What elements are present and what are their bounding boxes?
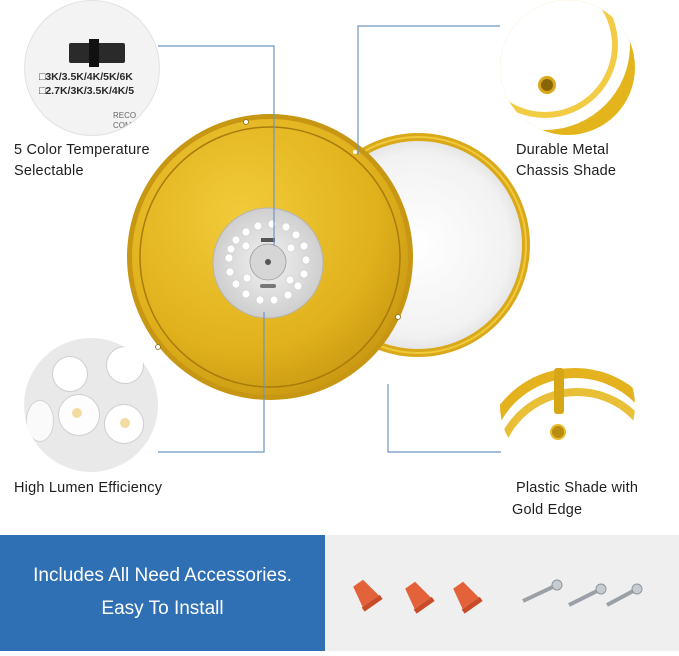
switch-label-row2: □2.7K/3K/3.5K/4K/5 xyxy=(39,85,135,97)
chassis-line2: Chassis Shade xyxy=(516,163,617,179)
switch-label-row4: COM xyxy=(113,121,132,130)
slide-switch xyxy=(69,39,125,67)
banner-line1: Includes All Need Accessories. xyxy=(33,565,292,586)
chassis-screw-icon xyxy=(538,76,556,94)
accessories-photo xyxy=(325,535,679,651)
banner-line2: Easy To Install xyxy=(101,598,224,619)
accessories-icons xyxy=(353,579,643,614)
chassis-callout: Durable Metal Chassis Shade xyxy=(516,140,616,182)
color-temp-line2: Selectable xyxy=(14,163,84,179)
product-illustration xyxy=(127,25,530,453)
accessories-banner: Includes All Need Accessories. Easy To I… xyxy=(0,535,325,651)
lumen-line1: High Lumen Efficiency xyxy=(14,480,163,496)
color-temp-line1: 5 Color Temperature xyxy=(14,142,150,158)
plastic-edge-circle xyxy=(500,338,635,473)
plastic-line2: Gold Edge xyxy=(512,502,583,518)
lumen-callout: High Lumen Efficiency xyxy=(14,478,162,499)
chassis-detail-circle xyxy=(500,0,635,135)
leader-lines xyxy=(158,25,501,453)
plastic-screw-icon xyxy=(550,424,566,440)
switch-label-row3: RECO xyxy=(113,111,137,120)
switch-detail-circle: □3K/3.5K/4K/5K/6K □2.7K/3K/3.5K/4K/5 REC… xyxy=(24,0,160,136)
wire-nut-icon xyxy=(405,581,435,614)
wire-nut-icon xyxy=(353,579,383,612)
plastic-callout: Plastic Shade with Gold Edge xyxy=(512,478,638,521)
plastic-line1: Plastic Shade with xyxy=(516,480,639,496)
screw-icon xyxy=(606,583,643,607)
chassis-line1: Durable Metal xyxy=(516,142,609,158)
color-temp-callout: 5 Color Temperature Selectable xyxy=(14,140,150,182)
led-lens-circle xyxy=(24,338,158,472)
screw-icon xyxy=(568,583,607,607)
wire-nut-icon xyxy=(453,581,483,614)
screw-icon xyxy=(522,579,563,603)
led-module xyxy=(212,207,324,319)
switch-label-row1: □3K/3.5K/4K/5K/6K xyxy=(39,71,133,83)
